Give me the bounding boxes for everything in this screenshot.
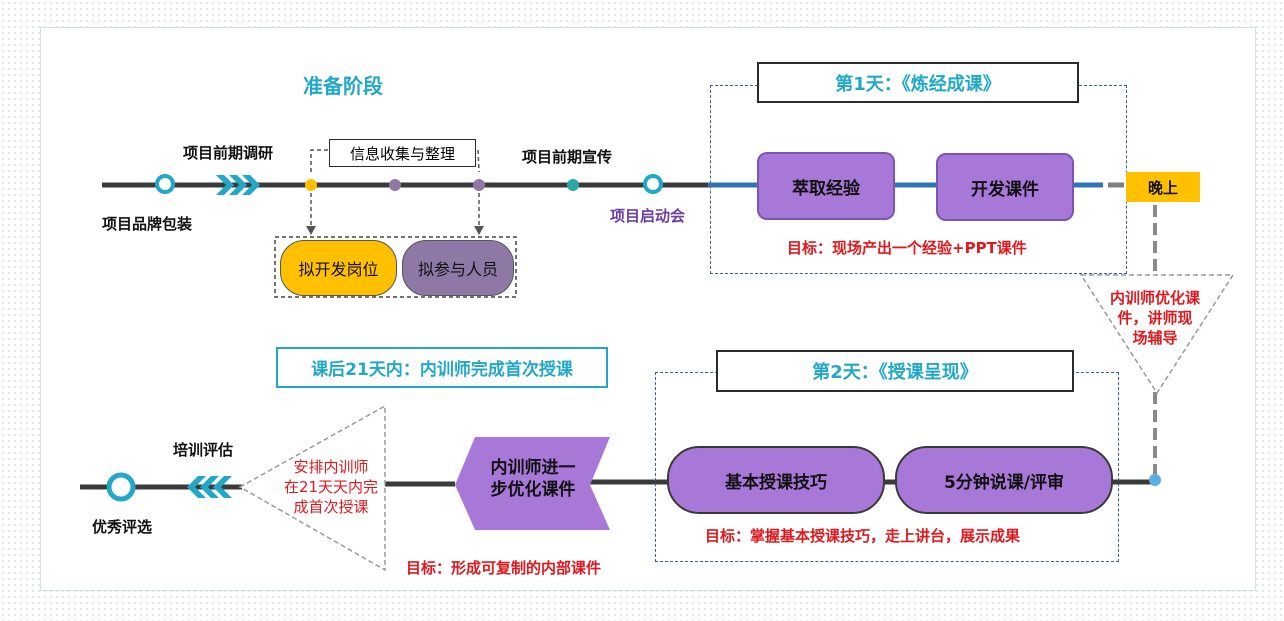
- evening-box: 晚上: [1126, 172, 1200, 202]
- info-collect-box: 信息收集与整理: [329, 139, 476, 167]
- day1-title: 第1天：《炼经成课》: [757, 62, 1079, 103]
- pre-promotion-label: 项目前期宣传: [522, 148, 613, 166]
- optimize-triangle: [1079, 274, 1235, 395]
- arrange-line-1: 安排内训师: [293, 458, 369, 476]
- arrange-line-2: 在21天天内完: [283, 478, 379, 496]
- training-eval-label: 培训评估: [173, 441, 234, 459]
- optimize-triangle-text: 内训师优化课 件，讲师现 场辅导: [1090, 288, 1220, 348]
- further-optimize-shape: [455, 437, 610, 530]
- day2-step-review: 5分钟说课/评审: [895, 446, 1113, 514]
- arrange-triangle-text: 安排内训师 在21天天内完 成首次授课: [266, 457, 396, 517]
- post-course-title: 课后21天内：内训师完成首次授课: [276, 347, 608, 388]
- day1-step-extract: 萃取经验: [757, 152, 895, 220]
- draft-group-box: [274, 236, 517, 298]
- optimize-line-2: 件，讲师现: [1117, 309, 1193, 327]
- arrow-to-people-head: [474, 226, 484, 235]
- draft-position-pill: 拟开发岗位: [280, 240, 397, 296]
- day1-goal: 目标：现场产出一个经验+PPT课件: [787, 239, 1027, 257]
- backward-chevrons-icon: [187, 476, 232, 498]
- optimize-line-1: 内训师优化课: [1109, 289, 1200, 307]
- pre-research-label: 项目前期调研: [183, 144, 274, 162]
- day2-goal: 目标：掌握基本授课技巧，走上讲台，展示成果: [705, 527, 1021, 545]
- arrange-triangle: [238, 404, 386, 572]
- brand-packaging-label: 项目品牌包装: [102, 215, 193, 233]
- day1-step-develop: 开发课件: [936, 153, 1074, 221]
- further-optimize-text: 内训师进一 步优化课件: [478, 457, 588, 501]
- arrow-to-position-head: [306, 226, 316, 235]
- excellence-select-label: 优秀评选: [92, 518, 153, 536]
- bottom-goal: 目标：形成可复制的内部课件: [406, 559, 602, 577]
- promotion-dot: [567, 179, 579, 191]
- arrange-line-3: 成首次授课: [293, 498, 369, 516]
- optimize-line-3: 场辅导: [1132, 329, 1178, 347]
- info-end-dot: [473, 179, 485, 191]
- further-optimize-line-1: 内训师进一: [490, 458, 576, 478]
- prep-stage-title: 准备阶段: [303, 74, 383, 98]
- kickoff-node: [643, 174, 663, 194]
- info-bracket: [310, 149, 480, 173]
- further-optimize-line-2: 步优化课件: [490, 480, 576, 500]
- kickoff-label: 项目启动会: [610, 207, 686, 225]
- excellence-node: [106, 472, 136, 502]
- forward-chevrons-icon: [216, 175, 260, 195]
- day2-step-basic-skills: 基本授课技巧: [667, 446, 885, 514]
- draft-people-pill: 拟参与人员: [402, 240, 514, 296]
- brand-packaging-node: [155, 174, 175, 194]
- bottom-right-dot: [1149, 474, 1161, 486]
- info-mid-dot: [389, 179, 401, 191]
- day2-title: 第2天：《授课呈现》: [716, 350, 1074, 392]
- info-start-dot: [305, 179, 317, 191]
